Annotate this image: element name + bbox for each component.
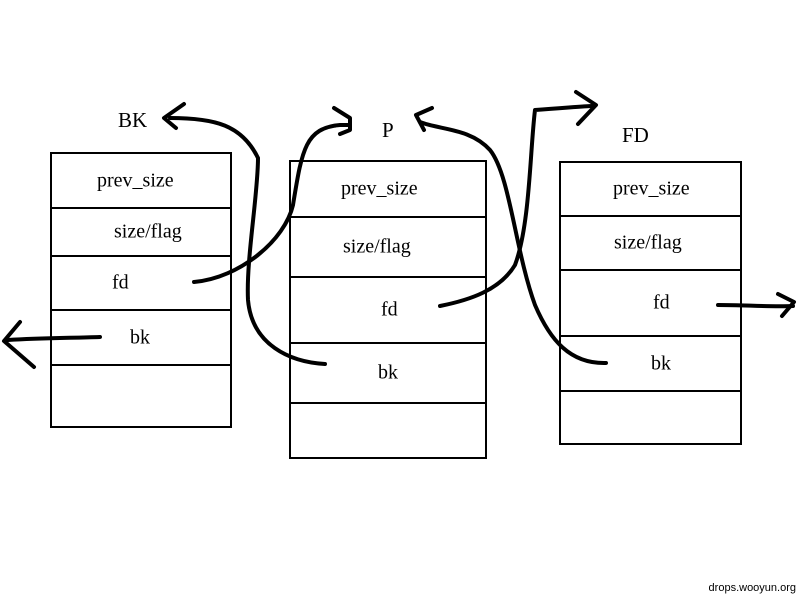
arrow-head-p-fd-to-fd (574, 90, 598, 126)
field-label: prev_size (97, 169, 174, 191)
field-label: prev_size (613, 177, 690, 200)
field-bk: bk (291, 344, 485, 404)
field-label: bk (130, 326, 150, 348)
field-prev-size: prev_size (52, 154, 230, 209)
arrow-p-bk-to-bk (168, 116, 327, 366)
field-fd: fd (52, 257, 230, 311)
field-fd: fd (291, 278, 485, 344)
field-label: bk (651, 352, 671, 374)
arrow-bk-bk-left (6, 335, 102, 342)
field-prev-size: prev_size (561, 163, 740, 217)
arrow-head-fd-fd-right (776, 292, 796, 318)
field-size-flag: size/flag (561, 217, 740, 271)
field-bk: bk (561, 337, 740, 392)
field-label: size/flag (343, 235, 411, 258)
arrow-head-bk-bk-left (2, 320, 36, 369)
chunk-p: prev_size size/flag fd bk (289, 160, 487, 459)
chunk-bk: prev_size size/flag fd bk (50, 152, 232, 428)
field-label: fd (112, 271, 129, 294)
field-fd: fd (561, 271, 740, 337)
field-label: fd (381, 298, 398, 321)
field-bk: bk (52, 311, 230, 366)
field-label: bk (378, 361, 398, 384)
field-prev-size: prev_size (291, 162, 485, 218)
field-label: size/flag (614, 231, 682, 254)
field-label: fd (653, 291, 670, 314)
chunk-title-fd: FD (622, 123, 649, 147)
arrow-fd-bk-to-p (418, 120, 608, 366)
arrow-head-p-bk-to-bk (162, 102, 186, 130)
chunk-title-bk: BK (118, 108, 148, 132)
chunk-title-p: P (382, 118, 394, 142)
arrow-p-fd-to-fd (438, 104, 594, 308)
watermark: drops.wooyun.org (708, 582, 796, 594)
arrow-head-fd-bk-to-p (414, 106, 434, 132)
field-label: size/flag (114, 220, 182, 243)
arrow-fd-fd-right (716, 303, 795, 309)
field-size-flag: size/flag (52, 209, 230, 257)
field-label: prev_size (341, 177, 418, 200)
arrow-bk-fd-to-p (192, 123, 352, 284)
field-size-flag: size/flag (291, 218, 485, 278)
arrow-head-bk-fd-to-p (332, 106, 352, 136)
chunk-fd: prev_size size/flag fd bk (559, 161, 742, 445)
